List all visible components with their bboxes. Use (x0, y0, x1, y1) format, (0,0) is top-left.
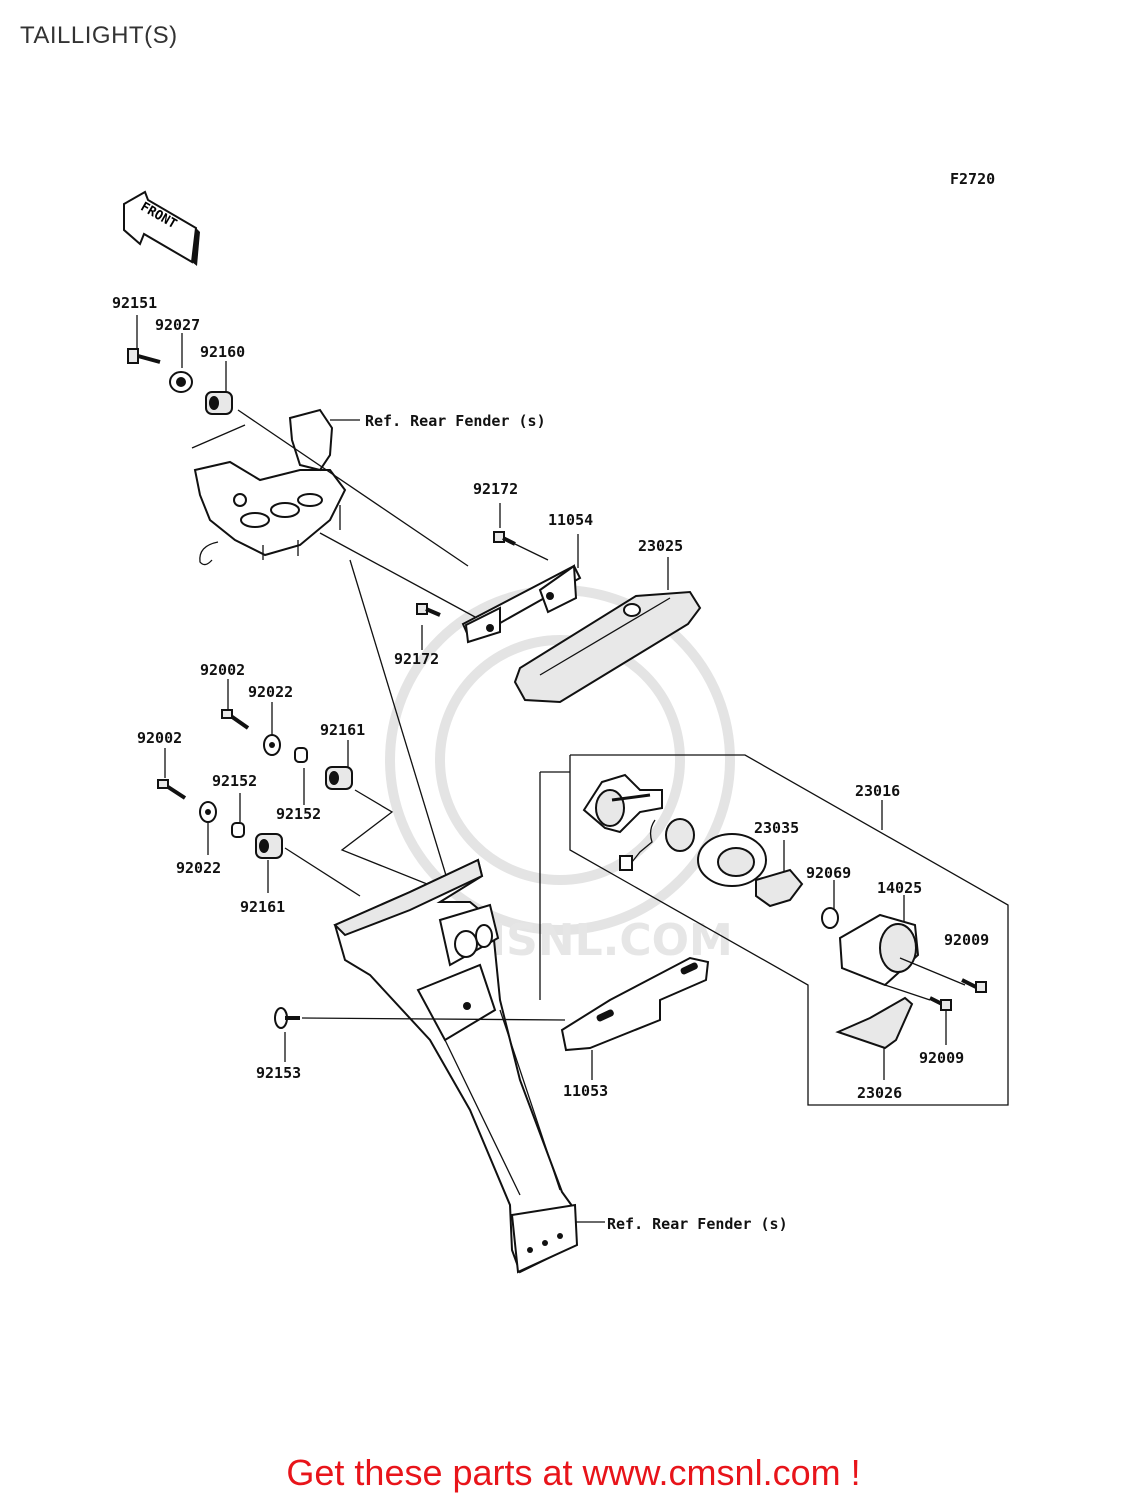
bolt-92002-a (221, 679, 250, 730)
part-labels: 92151 92027 92160 92172 11054 23025 9217… (112, 294, 989, 1102)
upper-bracket (193, 408, 347, 566)
part-label-23025: 23025 (638, 537, 683, 555)
screw-92009-a (899, 957, 987, 993)
screw-92009-b (884, 984, 952, 1045)
part-label-92151: 92151 (112, 294, 157, 312)
part-label-92009-b: 92009 (919, 1049, 964, 1067)
collar-92152-a (294, 747, 308, 805)
figure-code: F2720 (950, 170, 995, 188)
part-label-92161-b: 92161 (240, 898, 285, 916)
part-label-92160: 92160 (200, 343, 245, 361)
part-label-92002-a: 92002 (200, 661, 245, 679)
part-label-92022-a: 92022 (248, 683, 293, 701)
bulb-socket (619, 818, 695, 871)
part-label-11054: 11054 (548, 511, 593, 529)
grommet-92160 (205, 361, 233, 415)
screw-92172-b (416, 603, 441, 650)
bracket-11054 (461, 534, 582, 644)
lens-14025 (838, 895, 920, 987)
taillight-lens-23025 (513, 557, 702, 704)
screw-92172-a (493, 503, 516, 546)
part-label-92152-a: 92152 (212, 772, 257, 790)
washer-92022-b (199, 801, 217, 855)
grommet-92161-a (325, 740, 353, 790)
part-label-23016: 23016 (855, 782, 900, 800)
part-label-92152-b: 92152 (276, 805, 321, 823)
bracket-11053 (560, 956, 710, 1080)
ref-rear-fender-lower: Ref. Rear Fender (s) (607, 1215, 788, 1233)
part-label-14025: 14025 (877, 879, 922, 897)
footer-link[interactable]: Get these parts at www.cmsnl.com ! (286, 1452, 861, 1493)
washer-92022-a (263, 702, 281, 756)
part-label-92002-b: 92002 (137, 729, 182, 747)
grommet-92161-b (255, 833, 283, 893)
page-title: TAILLIGHT(S) (20, 22, 178, 49)
front-arrow-icon: FRONT (123, 190, 200, 266)
ref-rear-fender-upper: Ref. Rear Fender (s) (365, 412, 546, 430)
lens-holder-23035 (697, 833, 804, 908)
part-label-92027: 92027 (155, 316, 200, 334)
part-label-23035: 23035 (754, 819, 799, 837)
part-label-92172-b: 92172 (394, 650, 439, 668)
part-label-92009-a: 92009 (944, 931, 989, 949)
screw-92069 (821, 880, 839, 929)
bolt-92151 (127, 315, 161, 364)
part-label-92069: 92069 (806, 864, 851, 882)
bolt-92002-b (157, 748, 187, 800)
part-label-11053: 11053 (563, 1082, 608, 1100)
housing-23016 (582, 773, 663, 834)
reflector-23026 (835, 996, 914, 1080)
part-label-23026: 23026 (857, 1084, 902, 1102)
license-plate-holder (333, 858, 579, 1274)
collar-92152-b (231, 793, 245, 838)
bolt-92153 (274, 1007, 300, 1062)
part-label-92022-b: 92022 (176, 859, 221, 877)
collar-92027 (169, 333, 193, 393)
part-label-92153: 92153 (256, 1064, 301, 1082)
part-label-92172-a: 92172 (473, 480, 518, 498)
part-label-92161-a: 92161 (320, 721, 365, 739)
